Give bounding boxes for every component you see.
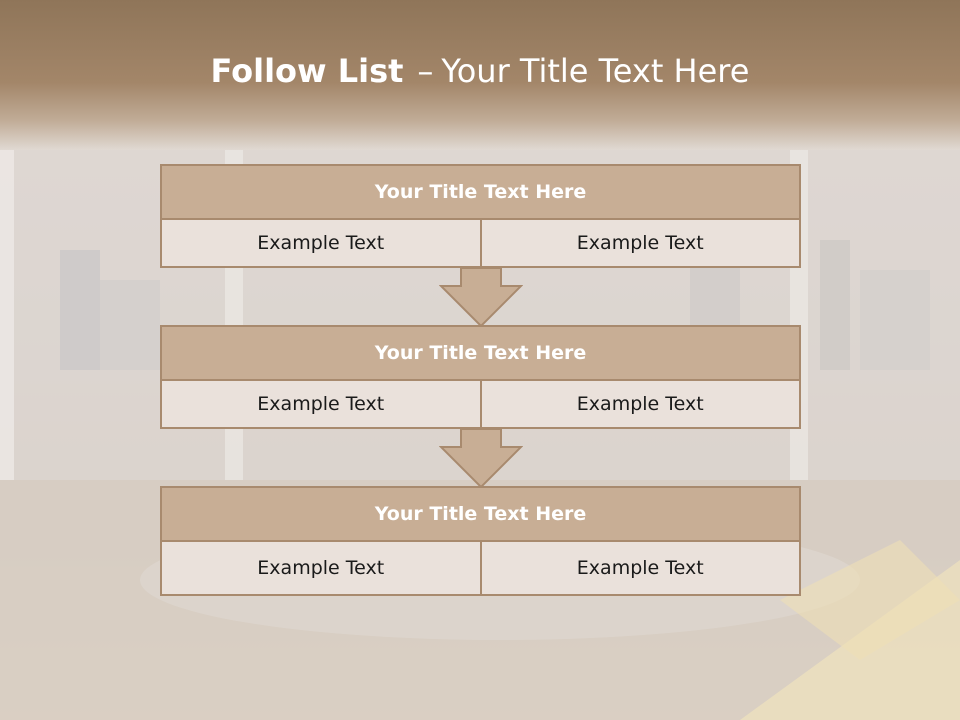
title-bold: Follow List xyxy=(210,52,404,90)
step-cell-left: Example Text xyxy=(160,540,482,596)
step-cell-left: Example Text xyxy=(160,379,482,429)
header-band xyxy=(0,0,960,150)
step-cell-left: Example Text xyxy=(160,218,482,268)
step-title: Your Title Text Here xyxy=(160,325,801,381)
step-block-1: Your Title Text Here Example Text Exampl… xyxy=(160,164,801,268)
step-cell-right: Example Text xyxy=(479,379,801,429)
title-rest: Your Title Text Here xyxy=(441,52,750,90)
down-arrow-1 xyxy=(439,268,523,328)
step-title: Your Title Text Here xyxy=(160,486,801,542)
slide-title: Follow List–Your Title Text Here xyxy=(0,52,960,90)
step-block-2: Your Title Text Here Example Text Exampl… xyxy=(160,325,801,429)
step-block-3: Your Title Text Here Example Text Exampl… xyxy=(160,486,801,596)
step-title: Your Title Text Here xyxy=(160,164,801,220)
title-separator: – xyxy=(417,52,434,90)
step-cell-right: Example Text xyxy=(479,540,801,596)
step-cell-right: Example Text xyxy=(479,218,801,268)
down-arrow-2 xyxy=(439,429,523,489)
